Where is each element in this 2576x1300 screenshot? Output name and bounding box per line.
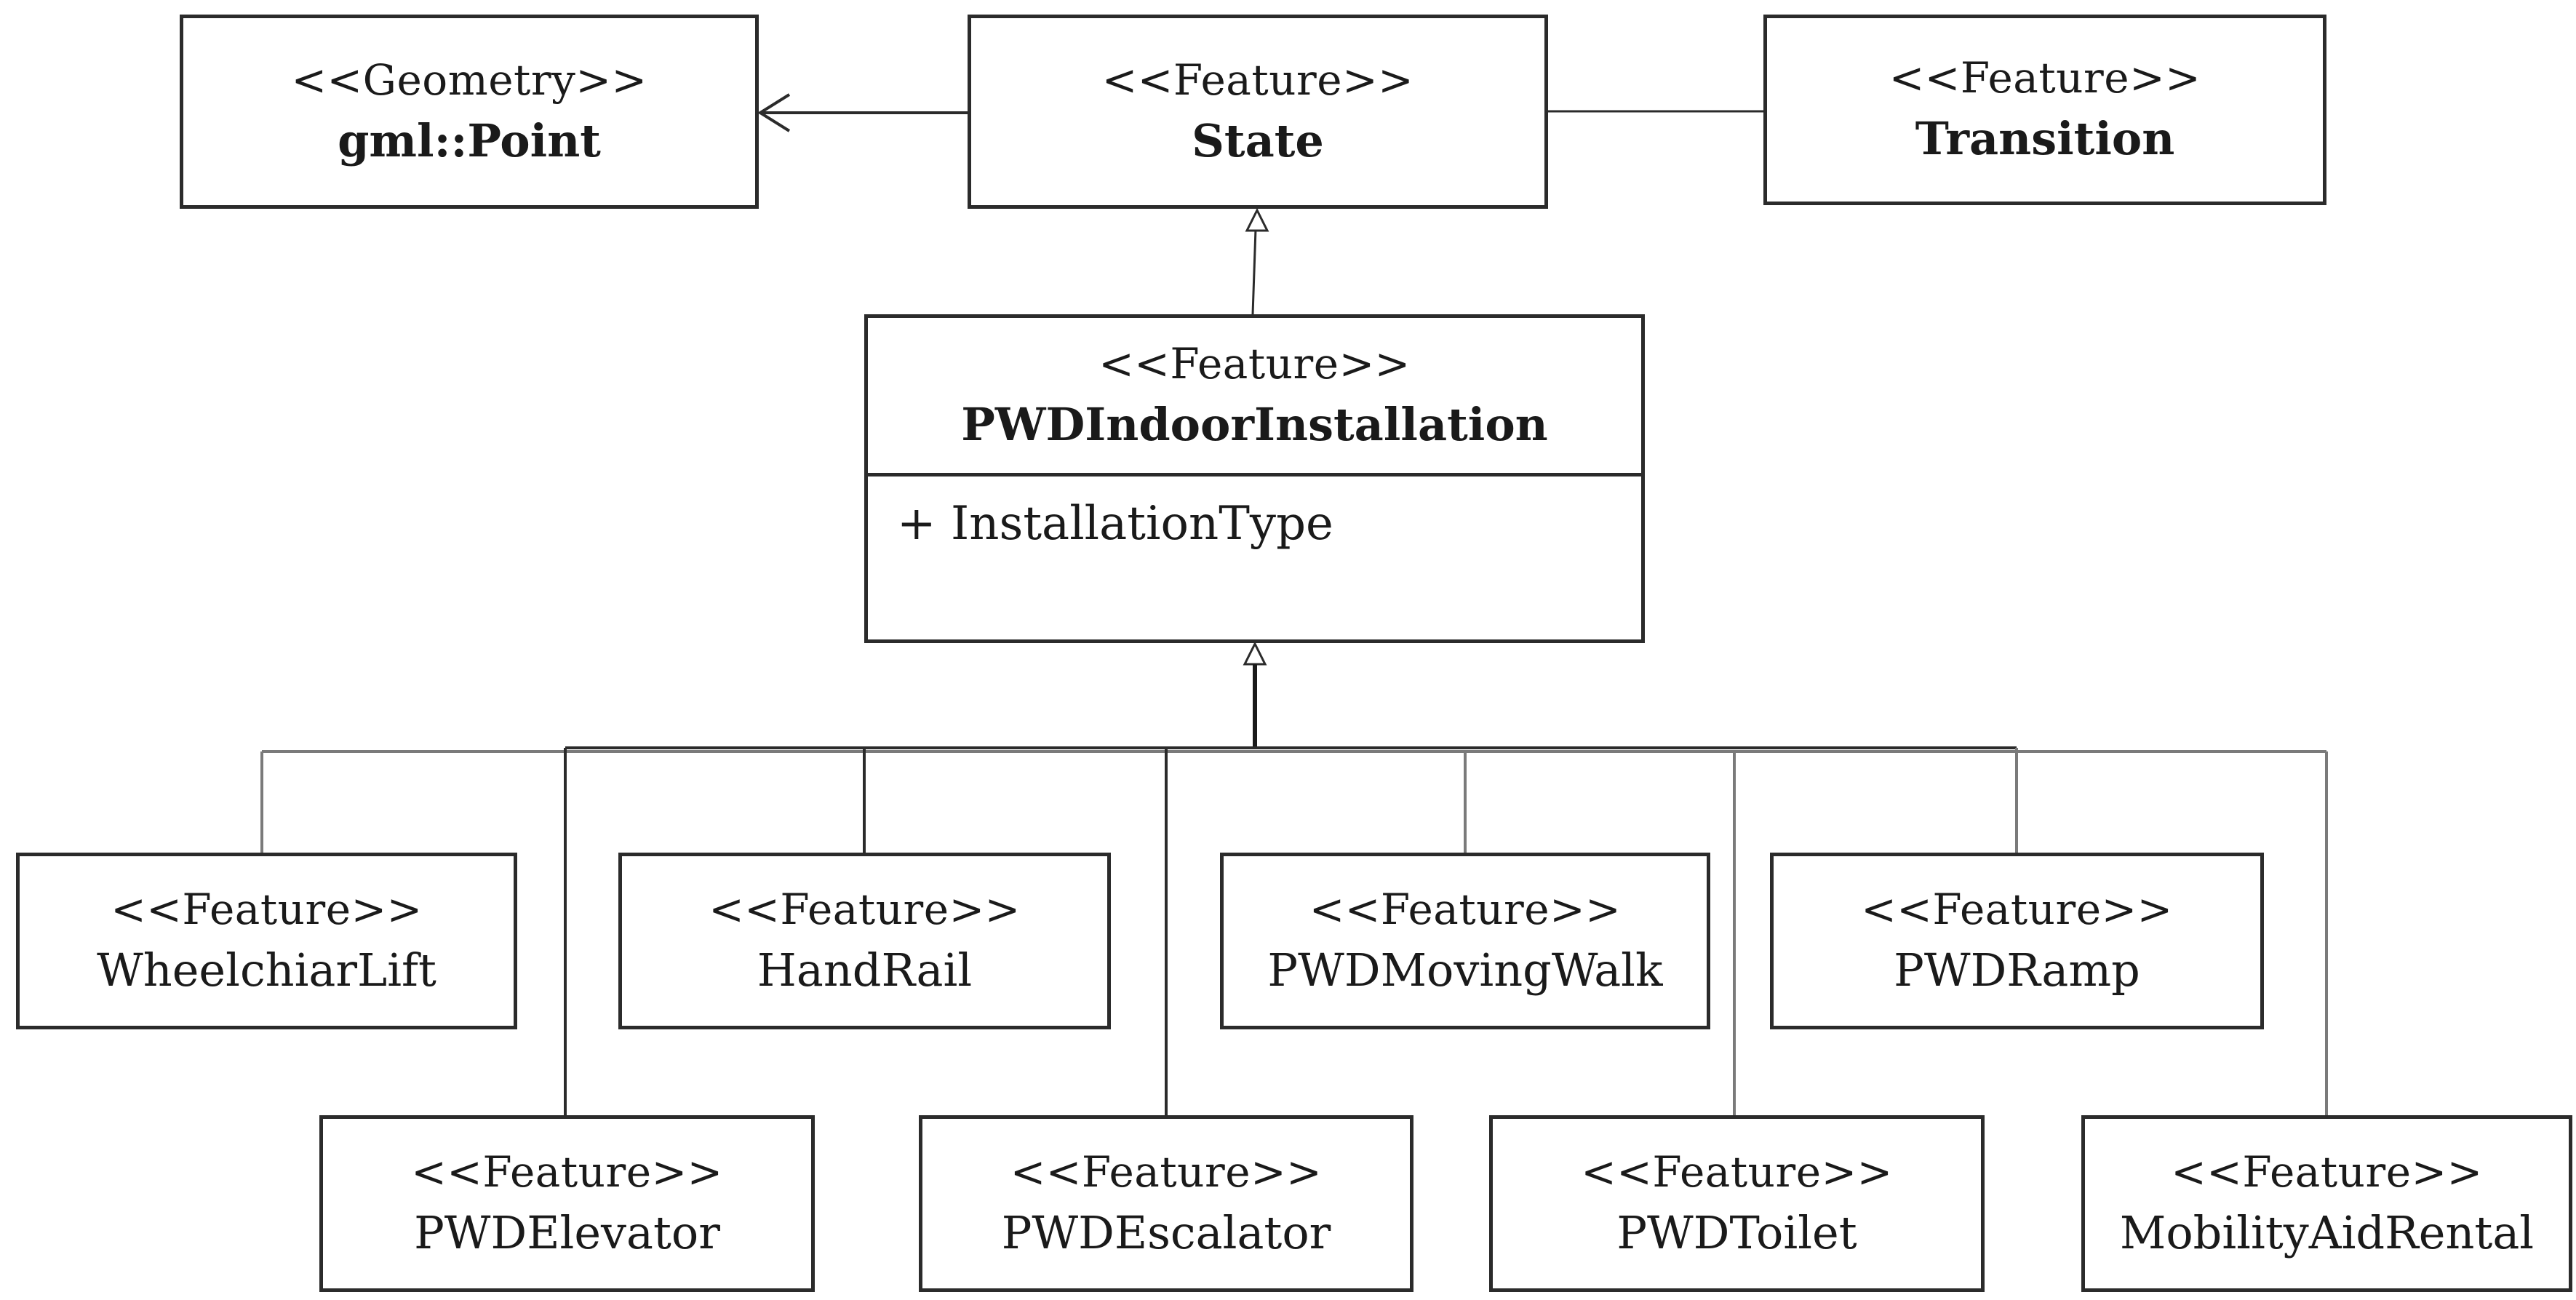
class-transition[interactable]: <<Feature>> Transition xyxy=(1763,15,2326,205)
class-state[interactable]: <<Feature>> State xyxy=(968,15,1548,209)
class-pwdtoilet[interactable]: <<Feature>> PWDToilet xyxy=(1489,1115,1985,1292)
generalization-arrowhead-state xyxy=(1245,207,1269,232)
stereotype-label: <<Feature>> xyxy=(1581,1147,1893,1197)
class-name: gml::Point xyxy=(338,113,601,167)
stereotype-label: <<Feature>> xyxy=(1010,1147,1323,1197)
stereotype-label: <<Feature>> xyxy=(1098,338,1411,388)
stereotype-label: <<Feature>> xyxy=(2171,1147,2483,1197)
stereotype-label: <<Feature>> xyxy=(111,884,423,934)
class-pwdmovingwalk[interactable]: <<Feature>> PWDMovingWalk xyxy=(1220,853,1710,1029)
stereotype-label: <<Feature>> xyxy=(1861,884,2173,934)
class-name: Transition xyxy=(1915,112,2175,165)
class-name: PWDElevator xyxy=(414,1205,720,1259)
class-name: State xyxy=(1192,113,1324,167)
class-pwdindoorinstallation[interactable]: <<Feature>> PWDIndoorInstallation + Inst… xyxy=(864,314,1645,643)
class-pwdramp[interactable]: <<Feature>> PWDRamp xyxy=(1770,853,2264,1029)
class-name: WheelchiarLift xyxy=(97,943,436,997)
class-wheelchiarlift[interactable]: <<Feature>> WheelchiarLift xyxy=(16,853,517,1029)
class-name: PWDRamp xyxy=(1894,943,2140,997)
class-name: PWDMovingWalk xyxy=(1267,943,1663,997)
class-name: PWDToilet xyxy=(1616,1205,1857,1259)
generalization-arrowhead-installation xyxy=(1243,641,1267,666)
stereotype-label: <<Feature>> xyxy=(709,884,1021,934)
stereotype-label: <<Feature>> xyxy=(411,1147,723,1197)
class-handrail[interactable]: <<Feature>> HandRail xyxy=(618,853,1111,1029)
class-gml-point[interactable]: <<Geometry>> gml::Point xyxy=(180,15,759,209)
class-name: PWDIndoorInstallation xyxy=(961,397,1548,451)
class-mobilityaidrental[interactable]: <<Feature>> MobilityAidRental xyxy=(2081,1115,2572,1292)
class-name: HandRail xyxy=(757,943,973,997)
class-name: MobilityAidRental xyxy=(2119,1205,2535,1259)
class-pwdescalator[interactable]: <<Feature>> PWDEscalator xyxy=(919,1115,1413,1292)
association-arrowhead xyxy=(757,93,791,132)
stereotype-label: <<Geometry>> xyxy=(291,55,647,105)
generalization-installation-state xyxy=(1251,228,1257,315)
class-header-compartment: <<Feature>> PWDIndoorInstallation xyxy=(868,318,1641,476)
stereotype-label: <<Feature>> xyxy=(1101,55,1414,105)
class-pwdelevator[interactable]: <<Feature>> PWDElevator xyxy=(319,1115,815,1292)
stereotype-label: <<Feature>> xyxy=(1889,53,2201,103)
class-name: PWDEscalator xyxy=(1001,1205,1331,1259)
stereotype-label: <<Feature>> xyxy=(1309,884,1622,934)
attribute-installationtype: + InstallationType xyxy=(897,497,1333,551)
